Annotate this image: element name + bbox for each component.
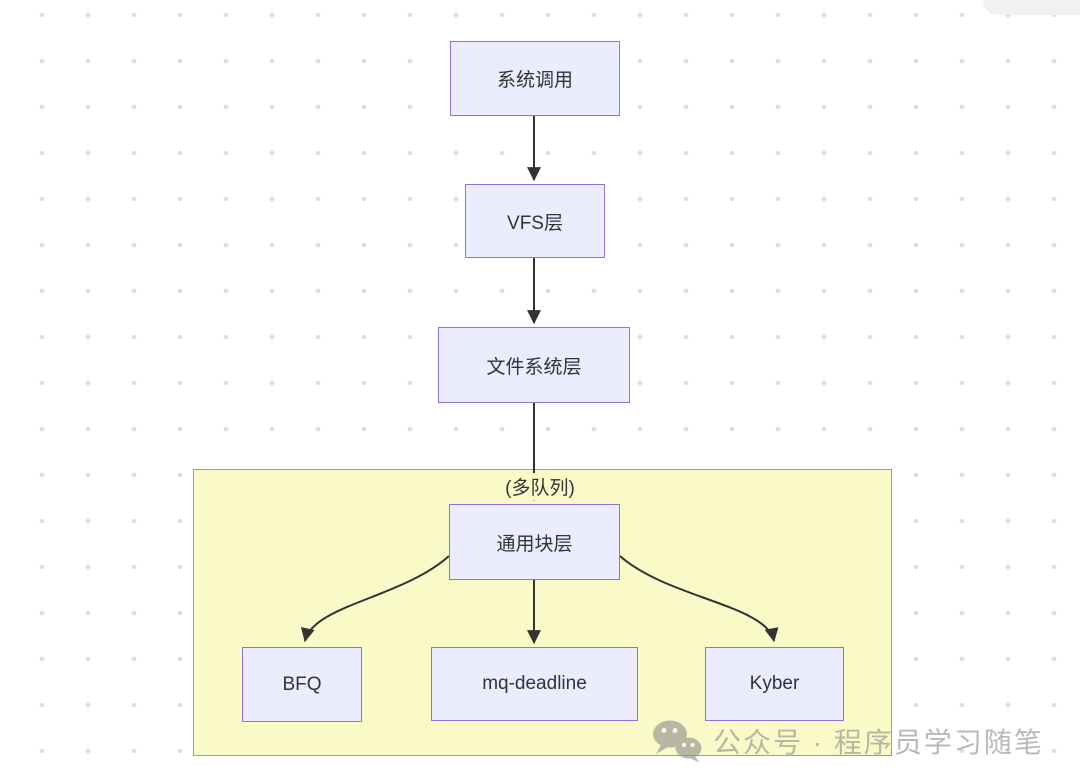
wechat-icon [653, 720, 702, 763]
node-filesystem-layer: 文件系统层 [438, 327, 630, 403]
node-mq-deadline: mq-deadline [431, 647, 638, 721]
node-generic-block-layer: 通用块层 [449, 504, 620, 580]
edge-label-multiqueue: (多队列) [502, 473, 578, 500]
watermark: 公众号 · 程序员学习随笔 [651, 719, 1044, 763]
node-system-call: 系统调用 [450, 41, 620, 116]
corner-shade [983, 0, 1080, 15]
node-bfq: BFQ [242, 647, 362, 722]
watermark-text: 公众号 · 程序员学习随笔 [713, 727, 1044, 758]
node-kyber: Kyber [705, 647, 844, 721]
node-vfs-layer: VFS层 [465, 184, 605, 258]
